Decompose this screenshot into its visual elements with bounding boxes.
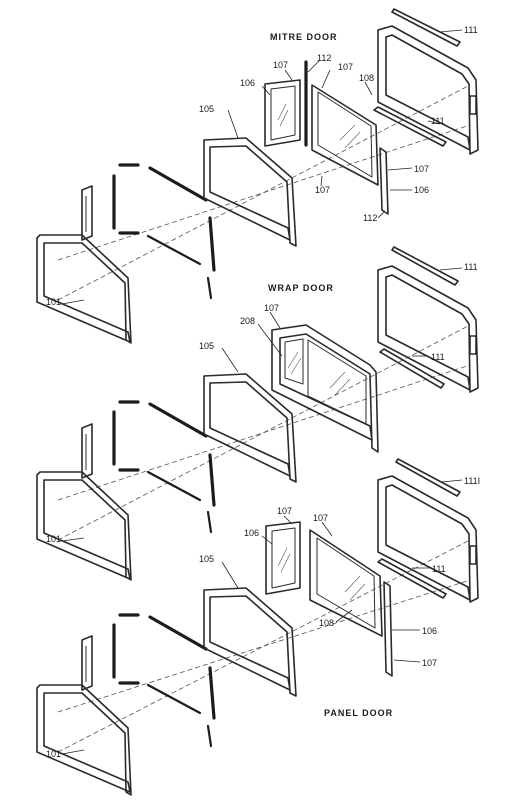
- label-107-panel: 107: [338, 62, 353, 72]
- hinge-bracket: [81, 635, 93, 691]
- label-208: 208: [240, 316, 255, 326]
- label-106-small: 106: [240, 78, 255, 88]
- side-bar-short: [206, 510, 213, 534]
- label-107-bottom: 107: [315, 185, 330, 195]
- label-106-side: 106: [422, 626, 437, 636]
- label-107-side: 107: [414, 164, 429, 174]
- label-107-small: 107: [273, 60, 288, 70]
- wrap-door-208: [271, 324, 379, 453]
- top-rail-111: [391, 246, 459, 286]
- label-111-top: 111I: [464, 476, 480, 486]
- label-112-top: 112: [317, 53, 331, 63]
- frame-105: [203, 137, 297, 247]
- side-bar-short: [206, 276, 213, 300]
- label-107-side: 107: [422, 658, 437, 668]
- frame-105: [203, 373, 297, 483]
- hinge-bracket: [81, 423, 93, 479]
- mitre-door-title: MITRE DOOR: [270, 32, 338, 42]
- bottom-rail-111: [373, 106, 447, 147]
- label-101: 101: [46, 297, 61, 307]
- label-105: 105: [199, 554, 214, 564]
- label-107-small: 107: [277, 506, 292, 516]
- frame-105: [203, 587, 297, 697]
- label-108: 108: [359, 73, 374, 83]
- small-door-106: [265, 521, 301, 595]
- wrap-door-title: WRAP DOOR: [268, 283, 334, 293]
- frame-111-right: [377, 475, 479, 603]
- label-107: 107: [264, 303, 279, 313]
- label-111-bottom: 111: [432, 564, 446, 574]
- side-panel-106: [383, 581, 393, 677]
- panel-door-title: PANEL DOOR: [324, 708, 393, 718]
- label-111-bottom: 111: [431, 352, 445, 362]
- frame-101: [36, 684, 132, 796]
- frame-101: [36, 471, 132, 581]
- side-bar: [208, 666, 216, 720]
- long-bar-top: [148, 615, 208, 651]
- label-111-bottom: 111: [431, 116, 445, 126]
- frame-111-right: [377, 265, 479, 393]
- mitre-door-section: MITRE DOOR: [36, 8, 479, 344]
- panel-door-section: PANEL DOOR: [36, 458, 480, 796]
- label-111-top: 111: [464, 262, 478, 272]
- bottom-rail-111: [377, 558, 447, 599]
- label-101: 101: [46, 749, 61, 759]
- label-106-side: 106: [414, 185, 429, 195]
- label-107-panel: 107: [313, 513, 328, 523]
- long-bar-bottom: [146, 683, 202, 715]
- top-rail-111: [395, 458, 461, 497]
- label-105: 105: [199, 104, 214, 114]
- label-101: 101: [46, 534, 61, 544]
- side-bar-short: [206, 724, 213, 748]
- glass-panel-108: [309, 529, 383, 637]
- label-112-bottom: 112: [363, 213, 377, 223]
- wrap-door-section: WRAP DOOR: [36, 246, 479, 581]
- label-106-small: 106: [244, 528, 259, 538]
- glass-panel-108: [311, 84, 379, 186]
- side-bar: [208, 216, 216, 272]
- top-rail-111: [391, 8, 461, 47]
- hinge-bracket: [81, 185, 93, 241]
- label-105: 105: [199, 341, 214, 351]
- long-bar-top: [148, 166, 208, 202]
- frame-101: [36, 234, 132, 344]
- long-bar-top: [148, 402, 208, 438]
- label-111-top: 111: [464, 25, 478, 35]
- long-bar-bottom: [146, 470, 202, 502]
- bottom-rail-111: [379, 348, 445, 389]
- frame-111-right: [377, 25, 479, 155]
- label-108: 108: [319, 618, 334, 628]
- side-bar: [208, 453, 216, 507]
- small-door-106: [264, 79, 301, 147]
- long-bar-bottom: [146, 234, 202, 266]
